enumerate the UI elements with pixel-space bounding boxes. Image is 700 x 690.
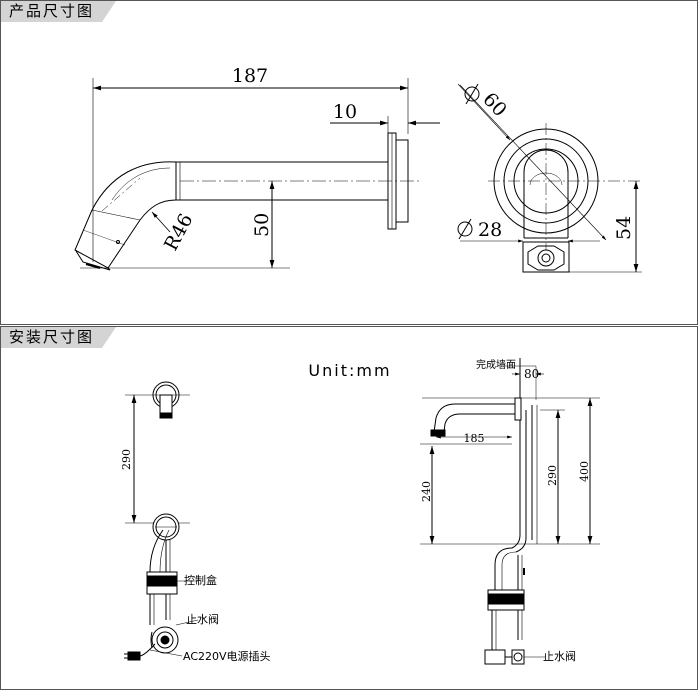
- outlet-height-dimension: 240: [420, 481, 433, 502]
- wall-offset-dimension: 80: [524, 367, 539, 381]
- front-height-dimension: 54: [613, 216, 635, 240]
- spout-side-view: [74, 78, 440, 271]
- left-stop-valve-label: 止水阀: [186, 612, 219, 626]
- flange-diameter-dimension: 60: [478, 88, 511, 121]
- installation-dimension-title: 安装尺寸图: [1, 327, 117, 348]
- installation-dimension-panel: 安装尺寸图: [0, 326, 698, 690]
- flange-thickness-dimension: 10: [333, 101, 357, 123]
- right-spacing-dimension: 290: [546, 465, 559, 486]
- total-height-dimension: 400: [578, 461, 591, 482]
- bend-radius-dimension: R46: [160, 210, 197, 254]
- install-side-view: [420, 358, 600, 665]
- spout-reach-dimension: 185: [464, 432, 485, 445]
- product-dimension-title: 产品尺寸图: [1, 1, 117, 22]
- diameter-symbol-28: [457, 218, 473, 240]
- diameter-symbol-60: [464, 83, 480, 105]
- pipe-diameter-dimension: 28: [478, 219, 502, 241]
- length-dimension: 187: [232, 65, 268, 87]
- left-spacing-dimension: 290: [120, 449, 133, 470]
- finished-wall-label: 完成墙面: [476, 358, 516, 371]
- spout-front-view: [457, 83, 642, 273]
- install-front-view: [124, 381, 199, 661]
- unit-label: Unit:mm: [308, 361, 391, 380]
- control-box-label: 控制盒: [184, 573, 217, 587]
- height-dimension: 50: [251, 213, 273, 237]
- power-plug-label: AC220V电源插头: [183, 649, 271, 663]
- right-stop-valve-label: 止水阀: [543, 649, 576, 663]
